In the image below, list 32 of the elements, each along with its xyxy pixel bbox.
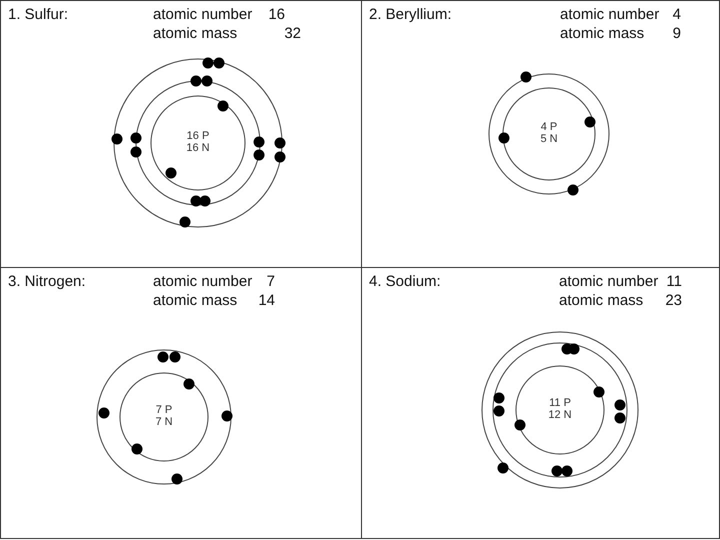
row-label: atomic mass <box>560 25 644 42</box>
nucleus-label: 7 N <box>155 416 173 428</box>
row-value: 11 <box>666 273 682 290</box>
row-label: atomic number <box>153 6 252 23</box>
row-value: 9 <box>672 25 681 42</box>
nucleus-label: 12 N <box>548 409 572 421</box>
row-value: 14 <box>258 292 275 309</box>
row-label: atomic mass <box>559 292 644 309</box>
atom-panel <box>361 0 720 268</box>
element-title: 1. Sulfur: <box>8 6 68 23</box>
element-title: 3. Nitrogen: <box>8 273 86 290</box>
row-value: 32 <box>284 25 301 42</box>
element-title: 4. Sodium: <box>369 273 441 290</box>
element-title: 2. Beryllium: <box>369 6 452 23</box>
nucleus-label: 11 P <box>549 397 571 409</box>
row-value: 16 <box>268 6 285 23</box>
nucleus-label: 7 P <box>156 404 172 416</box>
row-label: atomic number <box>153 273 252 290</box>
atom-panel <box>0 0 362 268</box>
nucleus-label: 5 N <box>540 133 558 145</box>
row-label: atomic number <box>560 6 660 23</box>
row-value: 7 <box>266 273 275 290</box>
atom-panel <box>361 267 720 539</box>
row-value: 23 <box>665 292 682 309</box>
row-label: atomic mass <box>153 25 238 42</box>
atom-panel <box>0 267 362 539</box>
nucleus-label: 16 P <box>186 130 210 142</box>
row-label: atomic number <box>559 273 658 290</box>
row-label: atomic mass <box>153 292 238 309</box>
row-value: 4 <box>672 6 681 23</box>
nucleus-label: 4 P <box>540 121 558 133</box>
nucleus-label: 16 N <box>186 142 210 154</box>
